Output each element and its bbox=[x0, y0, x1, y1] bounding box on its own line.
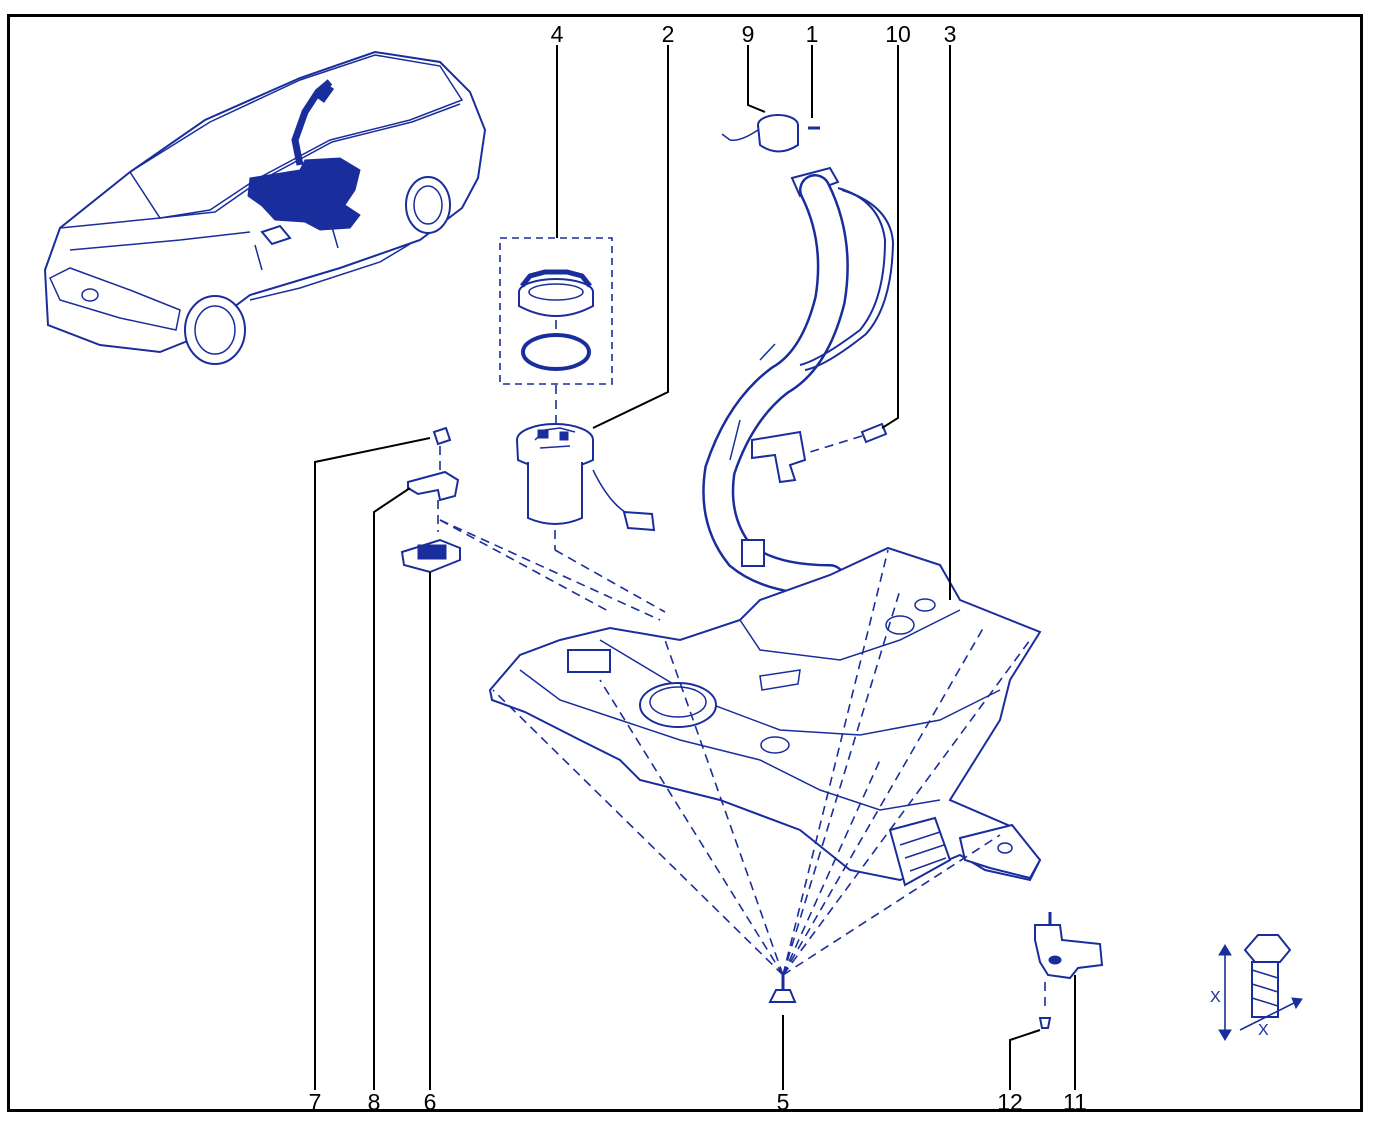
filler-neck-pipe bbox=[702, 166, 895, 596]
filler-cap bbox=[721, 114, 820, 153]
bolt-dimension-detail: X X bbox=[1210, 934, 1303, 1041]
callout-numbers: 4 2 9 1 10 3 7 8 6 5 12 11 bbox=[309, 21, 1087, 1115]
callout-4: 4 bbox=[551, 21, 564, 47]
fuel-pump-module bbox=[516, 385, 656, 550]
bolt-diameter-x-label: X bbox=[1258, 1022, 1269, 1039]
callout-7: 7 bbox=[309, 1089, 322, 1115]
vehicle-location-illustration bbox=[43, 50, 487, 365]
leader-lines bbox=[314, 45, 1076, 1090]
bolt-length-x-label: X bbox=[1210, 989, 1221, 1006]
callout-6: 6 bbox=[424, 1089, 437, 1115]
callout-10: 10 bbox=[885, 21, 911, 47]
tank-fixing-screw bbox=[492, 549, 1031, 1003]
bracket-nut-and-relay bbox=[400, 426, 666, 621]
callout-11: 11 bbox=[1063, 1089, 1087, 1115]
callout-1: 1 bbox=[806, 21, 819, 47]
callout-3: 3 bbox=[944, 21, 957, 47]
callout-12: 12 bbox=[997, 1089, 1023, 1115]
callout-8: 8 bbox=[368, 1089, 381, 1115]
callout-9: 9 bbox=[742, 21, 755, 47]
callout-2: 2 bbox=[662, 21, 675, 47]
filler-neck-bracket bbox=[751, 422, 888, 484]
heat-shield-bracket bbox=[1034, 912, 1104, 1029]
callout-5: 5 bbox=[777, 1089, 790, 1115]
pump-lock-ring-group bbox=[499, 237, 613, 385]
fuel-tank bbox=[488, 546, 1042, 887]
